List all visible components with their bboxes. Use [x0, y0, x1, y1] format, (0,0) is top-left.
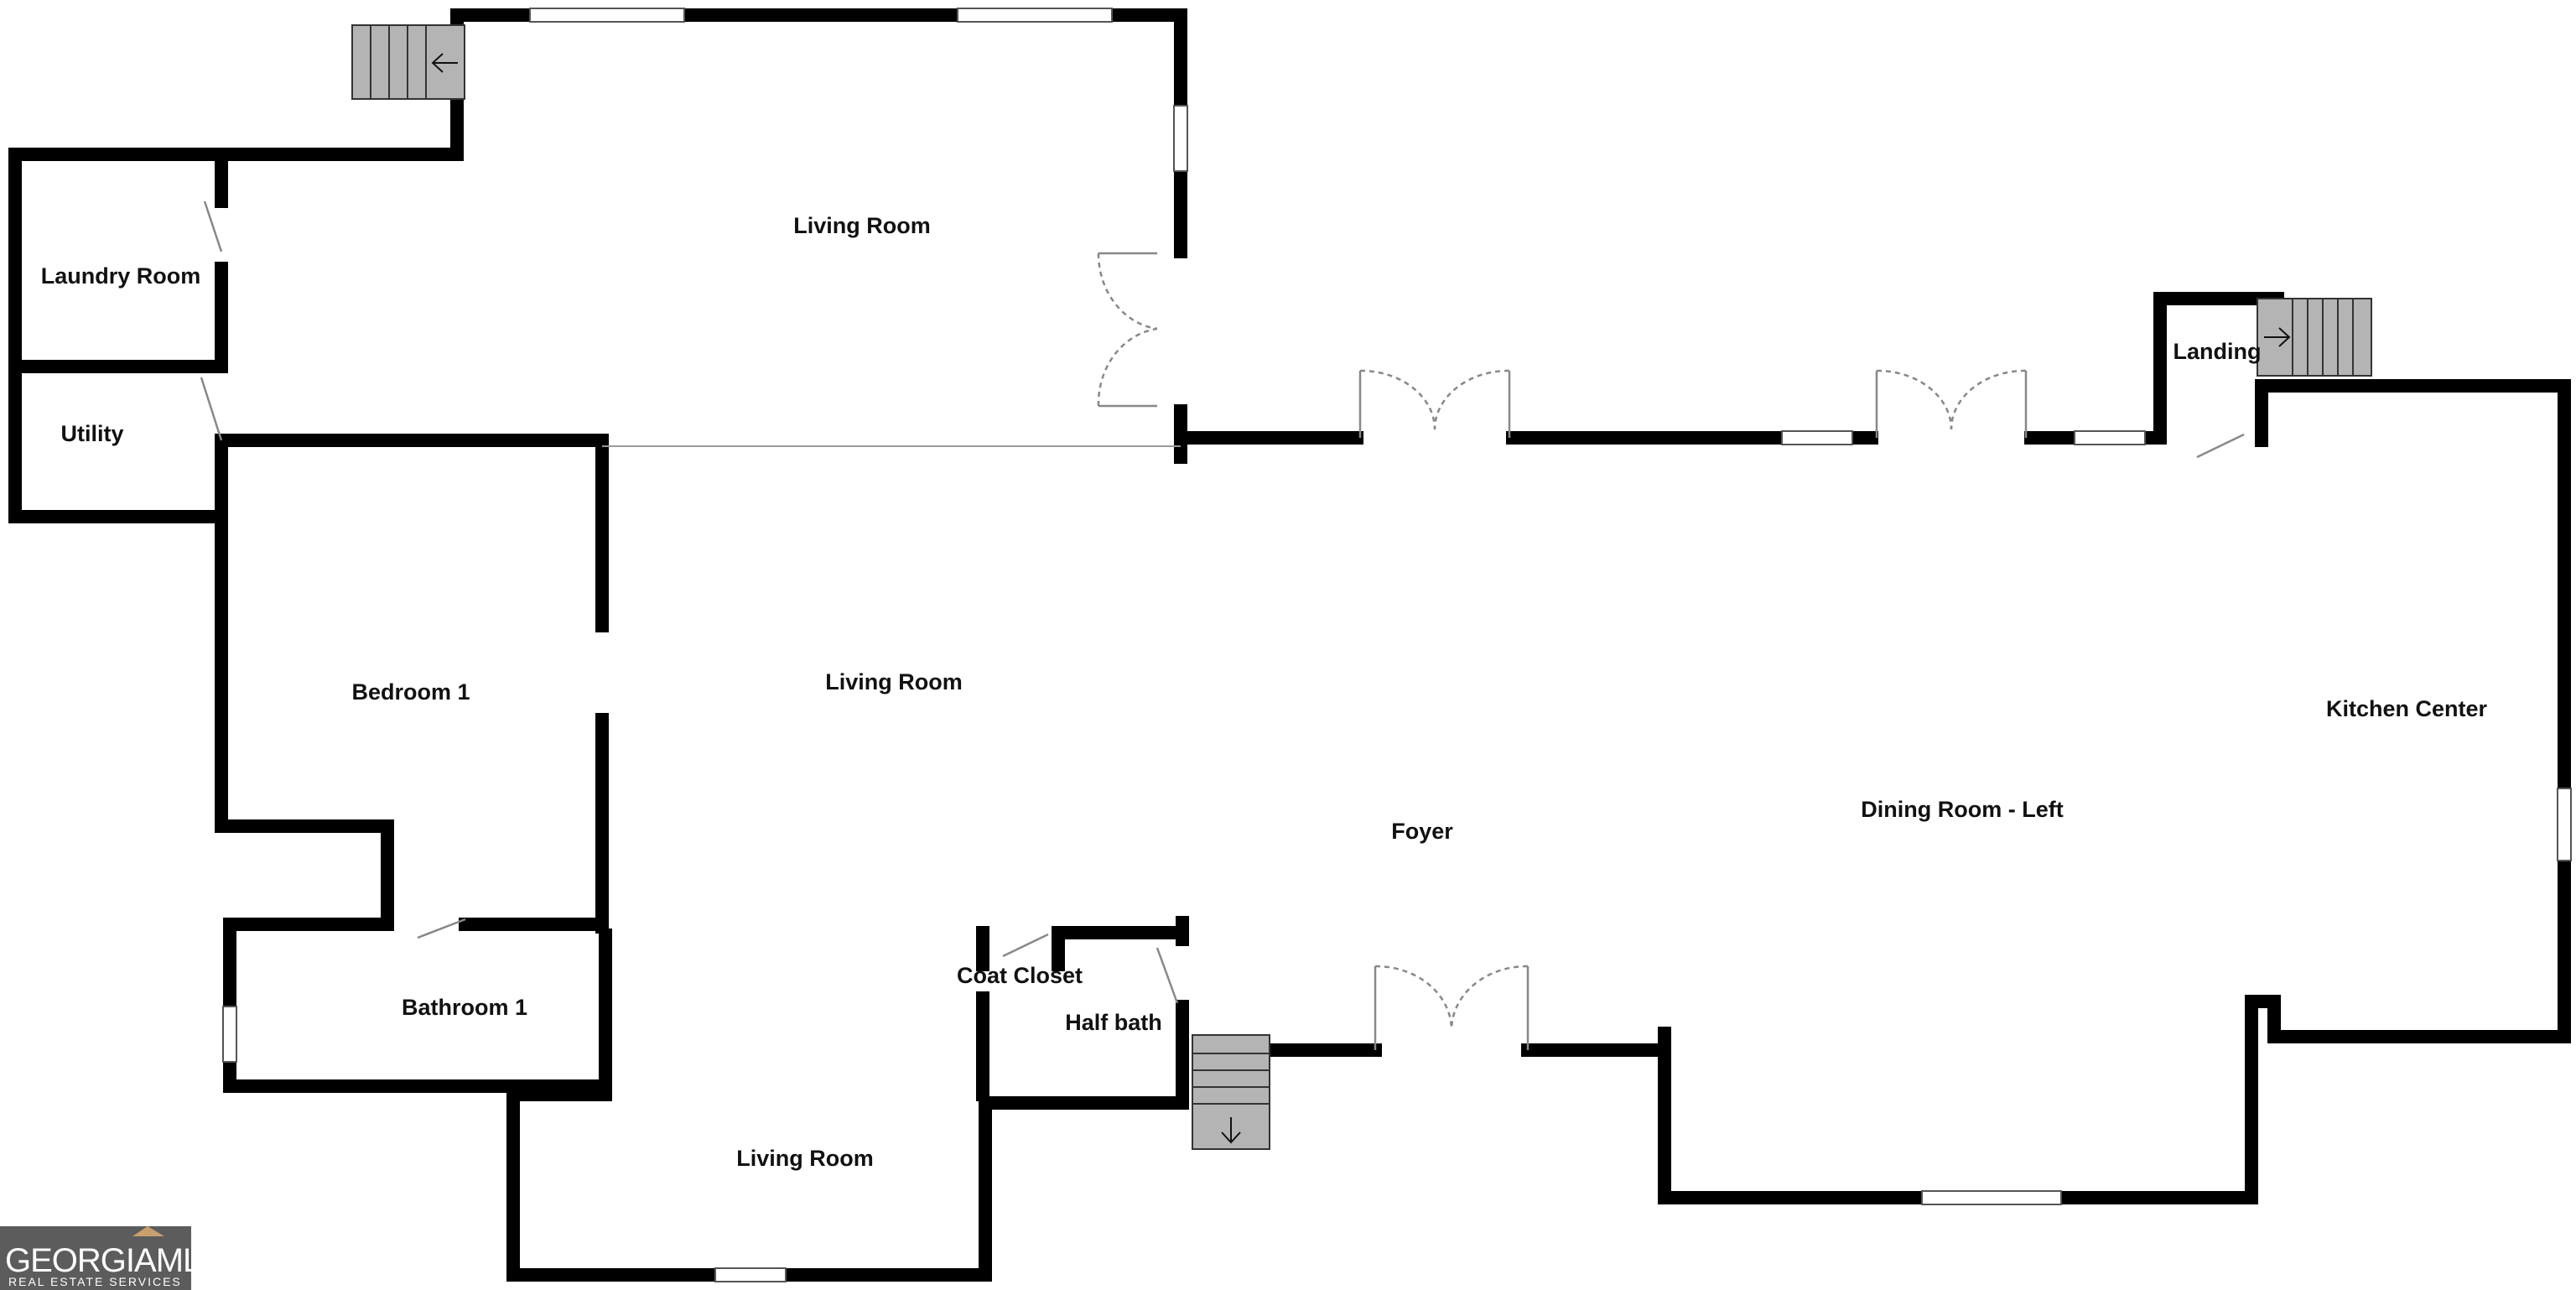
door-front-french [1374, 965, 1530, 1050]
wall-kitchen [2255, 379, 2571, 1043]
georgiamls-logo: GEORGIAMLS REAL ESTATE SERVICES [0, 1226, 223, 1290]
label-coat-closet: Coat Closet [957, 963, 1083, 988]
label-kitchen-center: Kitchen Center [2326, 696, 2488, 721]
wall-upper-living-top [450, 8, 1187, 258]
arrow-right-icon [2264, 327, 2291, 347]
label-landing: Landing [2174, 339, 2262, 364]
wall-halfbath [979, 1000, 1189, 1110]
wall-lower-living [506, 1088, 992, 1282]
label-living-room-lower: Living Room [736, 1146, 874, 1171]
label-living-room-upper: Living Room [793, 213, 931, 238]
room-labels: Living Room Laundry Room Utility Landing… [41, 213, 2488, 1171]
label-dining-room-left: Dining Room - Left [1861, 797, 2063, 822]
label-half-bath: Half bath [1065, 1010, 1162, 1035]
window-bathroom [222, 1006, 237, 1063]
wall-lower-living-top [506, 1079, 612, 1101]
window-kitchen [2557, 788, 2572, 861]
stairs-upper-left [351, 24, 465, 100]
wall-coat-closet-2 [1052, 926, 1189, 971]
logo-tagline: REAL ESTATE SERVICES [8, 1275, 182, 1288]
doors [200, 200, 2245, 1050]
door-bathroom [417, 918, 466, 939]
label-utility: Utility [60, 421, 123, 446]
wall-laundry [8, 148, 228, 523]
roof-icon [132, 1226, 164, 1236]
label-bathroom-1: Bathroom 1 [402, 995, 527, 1020]
door-utility [200, 377, 223, 441]
wall-bedroom [215, 434, 609, 632]
window-top-2 [957, 8, 1113, 23]
arrow-down-icon [1221, 1117, 1241, 1144]
door-half-bath [1156, 947, 1179, 1004]
arrow-left-icon [431, 53, 458, 73]
door-rear-french-1 [1358, 369, 1511, 438]
door-laundry [203, 200, 223, 252]
wall-bathroom [223, 918, 612, 1093]
stairs-landing [2257, 298, 2372, 377]
window-rear-2 [2074, 430, 2146, 445]
window-upper-right [1173, 105, 1188, 172]
door-landing [2196, 433, 2245, 459]
label-laundry-room: Laundry Room [41, 263, 201, 289]
label-foyer: Foyer [1391, 819, 1453, 844]
window-dining [1921, 1190, 2062, 1205]
windows [222, 8, 2572, 1282]
window-lower-living [714, 1267, 787, 1282]
wall-dining-bump [1658, 995, 2281, 1204]
wall-laundry-utility-divider [8, 262, 228, 373]
window-rear-1 [1781, 430, 1853, 445]
door-coat-closet [1002, 933, 1049, 958]
logo-brand: GEORGIAMLS [5, 1242, 222, 1279]
stairs-foyer [1192, 1034, 1270, 1150]
label-bedroom-1: Bedroom 1 [351, 679, 470, 705]
door-rear-french-2 [1875, 369, 2028, 438]
label-living-room-main: Living Room [825, 669, 963, 694]
door-upper-living-french [1097, 252, 1158, 408]
walls [8, 8, 2571, 1282]
wall-bedroom-bottom [215, 510, 394, 931]
window-top-1 [529, 8, 685, 23]
